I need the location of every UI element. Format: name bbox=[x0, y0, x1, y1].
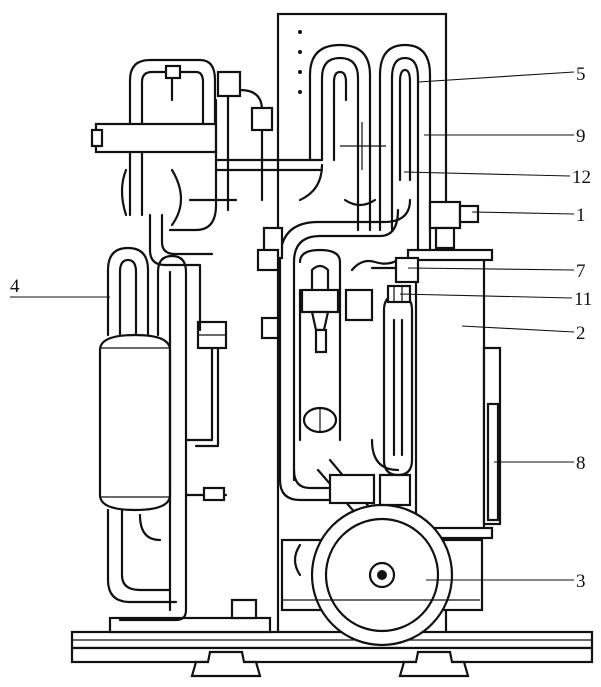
callout-label-8: 8 bbox=[576, 453, 586, 474]
receiver-tank bbox=[98, 333, 172, 512]
center-piping bbox=[256, 198, 414, 580]
callout-label-1: 1 bbox=[576, 205, 586, 226]
control-box bbox=[406, 248, 502, 548]
callout-4: 4 bbox=[10, 276, 110, 298]
callout-2: 2 bbox=[461, 323, 586, 344]
callout-11: 11 bbox=[399, 289, 592, 310]
solenoid-coil bbox=[428, 200, 480, 250]
upper-manifold bbox=[90, 58, 324, 332]
compressor bbox=[280, 503, 484, 647]
callout-5: 5 bbox=[417, 64, 586, 85]
callout-8: 8 bbox=[494, 453, 586, 474]
base-frame bbox=[70, 598, 594, 678]
callout-label-3: 3 bbox=[576, 571, 586, 592]
callout-12: 12 bbox=[403, 167, 591, 188]
callout-label-12: 12 bbox=[572, 167, 591, 188]
callout-label-7: 7 bbox=[576, 261, 586, 282]
callout-label-11: 11 bbox=[574, 289, 592, 310]
left-piping bbox=[106, 246, 228, 622]
callout-1: 1 bbox=[471, 205, 586, 226]
callout-label-2: 2 bbox=[576, 323, 586, 344]
callout-label-5: 5 bbox=[576, 64, 586, 85]
return-bend-loops bbox=[298, 43, 432, 252]
callout-3: 3 bbox=[426, 571, 586, 592]
callout-label-9: 9 bbox=[576, 126, 586, 147]
callout-7: 7 bbox=[407, 261, 586, 282]
callout-label-4: 4 bbox=[10, 276, 20, 297]
callout-9: 9 bbox=[424, 126, 586, 147]
